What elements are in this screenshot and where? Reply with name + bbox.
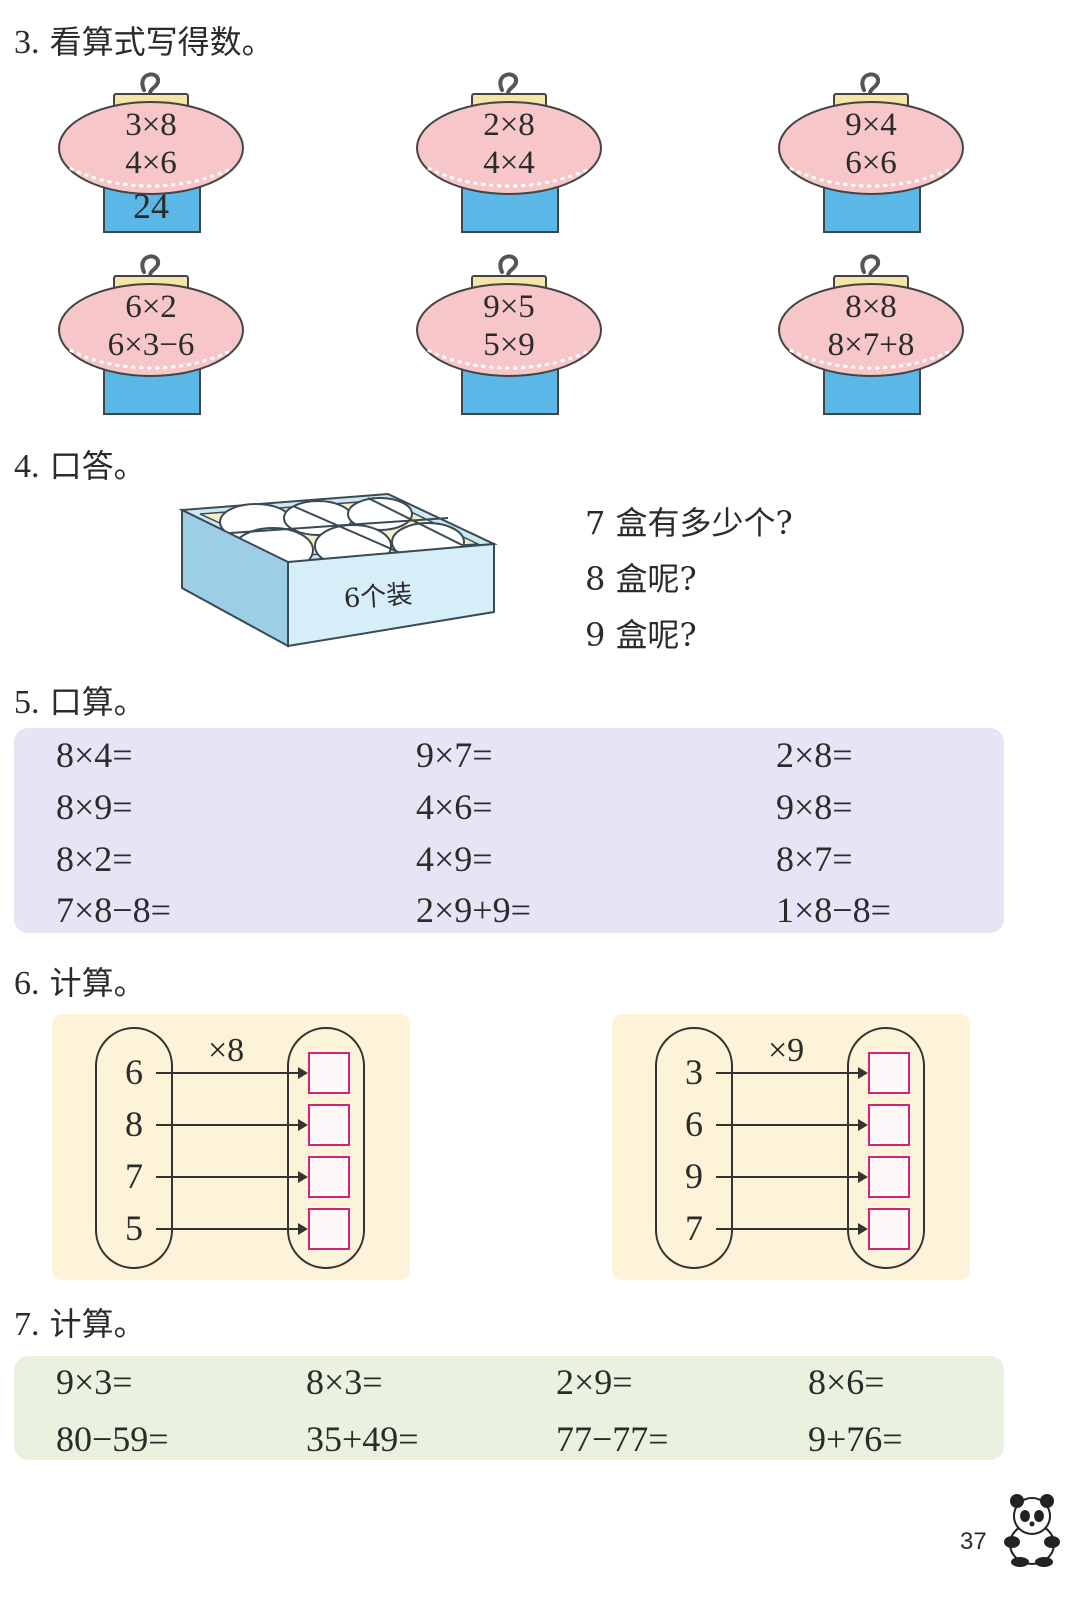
lantern-graphic — [416, 254, 602, 415]
calculation-item: 8×3= — [306, 1362, 383, 1402]
lantern-expression: 5×9 — [483, 327, 535, 363]
lantern-expression: 6×6 — [845, 145, 897, 181]
lantern-expression: 3×8 — [125, 107, 177, 143]
lantern-graphic — [58, 254, 244, 415]
mental-math-item: 1×8−8= — [776, 890, 891, 930]
q6-title: 计算。 — [49, 964, 146, 1002]
lantern-expression: 4×6 — [125, 145, 177, 181]
q4-question-list: 7 盒有多少个? 8 盒呢? 9 盒呢? — [585, 495, 793, 663]
q6-number: 6. — [14, 965, 40, 1002]
egg-box-illustration: 6个装 — [178, 488, 498, 653]
q7-title: 计算。 — [49, 1305, 146, 1343]
calculation-item: 9+76= — [808, 1419, 903, 1459]
calculation-item: 35+49= — [306, 1419, 419, 1459]
chain-operator: ×8 — [208, 1032, 245, 1069]
answer-box[interactable] — [308, 1156, 350, 1198]
lantern-expression: 6×2 — [125, 289, 177, 325]
q4-question-3: 9 盒呢? — [585, 616, 697, 654]
calculation-item: 9×3= — [56, 1362, 133, 1402]
mental-math-item: 2×8= — [776, 735, 853, 775]
calculation-item: 80−59= — [56, 1419, 169, 1459]
q7-number: 7. — [14, 1306, 40, 1343]
chain-input: 3 — [685, 1052, 703, 1092]
lantern-expression: 8×7+8 — [827, 327, 915, 363]
q5-number: 5. — [14, 684, 40, 721]
answer-box[interactable] — [868, 1104, 910, 1146]
answer-box[interactable] — [308, 1208, 350, 1250]
q5-heading: 5. 口算。 — [14, 682, 146, 723]
q7-heading: 7. 计算。 — [14, 1304, 146, 1345]
q4-question-2: 8 盒呢? — [585, 560, 697, 598]
q4-question-1: 7 盒有多少个? — [585, 504, 793, 542]
lantern-expression: 8×8 — [845, 289, 897, 325]
mental-math-item: 8×7= — [776, 839, 853, 879]
chain-input: 9 — [685, 1156, 703, 1196]
lantern-graphic — [778, 254, 964, 415]
q5-title: 口算。 — [49, 683, 146, 721]
panda-icon — [1000, 1492, 1064, 1568]
calculation-item: 8×6= — [808, 1362, 885, 1402]
lantern-expression: 9×4 — [845, 107, 897, 143]
lantern-expression: 6×3−6 — [107, 327, 195, 363]
calculation-item: 77−77= — [556, 1419, 669, 1459]
answer-box[interactable] — [308, 1104, 350, 1146]
q4-title: 口答。 — [49, 447, 146, 485]
mental-math-item: 4×9= — [416, 839, 493, 879]
mental-math-item: 7×8−8= — [56, 890, 171, 930]
lantern-graphic — [778, 72, 964, 233]
chain-input: 5 — [125, 1208, 143, 1248]
mental-math-item: 4×6= — [416, 787, 493, 827]
answer-box[interactable] — [868, 1208, 910, 1250]
calculation-item: 2×9= — [556, 1362, 633, 1402]
chain-operator: ×9 — [768, 1032, 805, 1069]
chain-panel: ×8 6 8 7 5 — [52, 1014, 410, 1280]
answer-box[interactable] — [308, 1052, 350, 1094]
answer-box[interactable] — [868, 1156, 910, 1198]
mental-math-item: 8×2= — [56, 839, 133, 879]
lantern-answer: 24 — [133, 186, 169, 226]
mental-math-item: 2×9+9= — [416, 890, 531, 930]
chain-input: 7 — [125, 1156, 143, 1196]
lantern-graphic — [58, 72, 244, 233]
lantern-expression: 4×4 — [483, 145, 535, 181]
mental-math-item: 9×7= — [416, 735, 493, 775]
q6-heading: 6. 计算。 — [14, 963, 146, 1004]
mental-math-item: 8×4= — [56, 735, 133, 775]
lantern-graphic — [416, 72, 602, 233]
chain-input: 8 — [125, 1104, 143, 1144]
lantern-expression: 2×8 — [483, 107, 535, 143]
q3-heading: 3. 看算式写得数。 — [14, 22, 274, 63]
mental-math-item: 9×8= — [776, 787, 853, 827]
chain-panel: ×9 3 6 9 7 — [612, 1014, 970, 1280]
page-number: 37 — [960, 1528, 987, 1555]
chain-input: 6 — [125, 1052, 143, 1092]
q3-title: 看算式写得数。 — [49, 23, 274, 61]
q3-number: 3. — [14, 24, 40, 61]
answer-box[interactable] — [868, 1052, 910, 1094]
q4-number: 4. — [14, 448, 40, 485]
mental-math-item: 8×9= — [56, 787, 133, 827]
q4-heading: 4. 口答。 — [14, 446, 146, 487]
chain-input: 7 — [685, 1208, 703, 1248]
calculation-panel — [14, 1356, 1004, 1460]
chain-input: 6 — [685, 1104, 703, 1144]
lantern-expression: 9×5 — [483, 289, 535, 325]
mental-math-panel — [14, 728, 1004, 933]
